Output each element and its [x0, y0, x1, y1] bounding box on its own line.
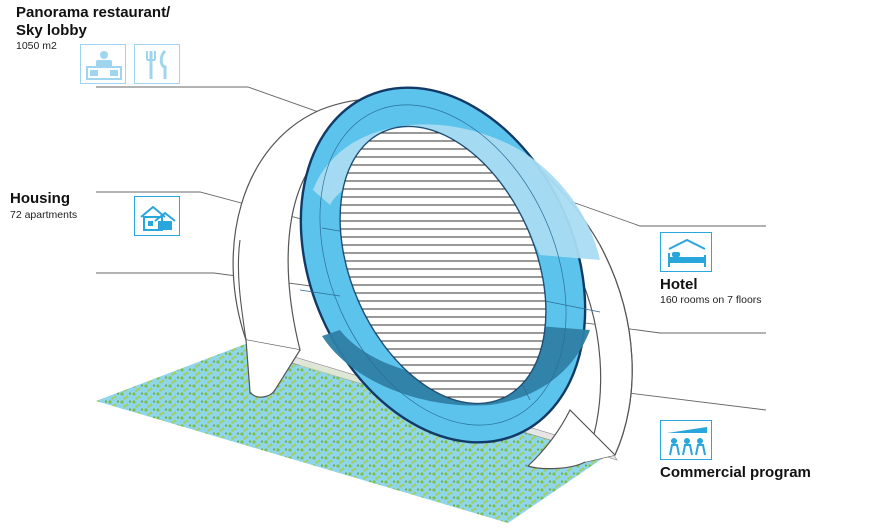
outer-arch-front [237, 239, 633, 456]
commercial-title: Commercial program [660, 464, 811, 481]
restaurant-title-line1: Panorama restaurant/ [16, 4, 171, 21]
restaurant-title: Panorama restaurant/ Sky lobby [16, 4, 170, 40]
leader-line-housing [96, 191, 336, 229]
fork-knife-icon [134, 44, 180, 84]
hotel-title: Hotel [660, 276, 698, 293]
restaurant-subtitle: 1050 m2 [16, 40, 57, 52]
hotel-subtitle: 160 rooms on 7 floors [660, 294, 762, 306]
housing-subtitle: 72 apartments [10, 209, 78, 221]
shopping-people-icon [660, 420, 712, 460]
blue-ring [299, 86, 601, 444]
restaurant-title-line2: Sky lobby [16, 22, 87, 39]
bed-icon [660, 232, 712, 272]
houses-icon [134, 196, 180, 236]
reception-desk-icon [80, 44, 126, 84]
housing-title: Housing [10, 190, 70, 207]
leader-line-commercial [619, 391, 767, 411]
